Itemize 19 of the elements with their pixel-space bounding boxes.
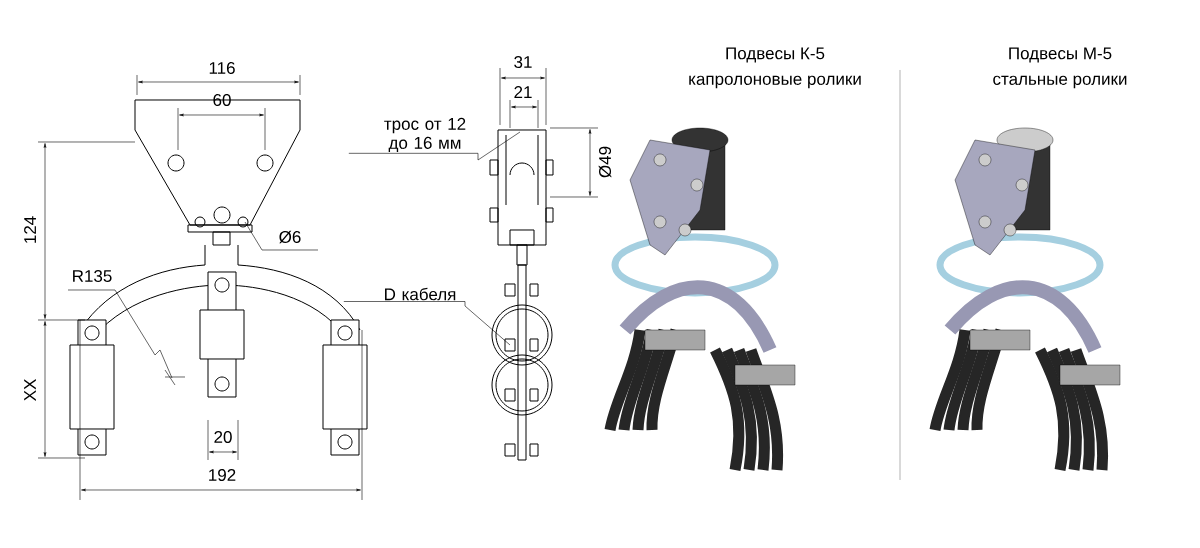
leader-line <box>348 131 521 161</box>
title-text: стальные ролики <box>993 75 1127 89</box>
leader-line <box>343 301 511 346</box>
callout-text: трос от 12 до 16 мм <box>384 117 466 153</box>
title-text: Подвесы К-5 <box>726 47 825 63</box>
dimension-label: 124 <box>24 216 36 243</box>
dimension-label: 116 <box>209 62 235 74</box>
dimension-label: R135 <box>73 269 112 282</box>
title-text: капролоновые ролики <box>689 75 861 89</box>
dimension-label: 60 <box>213 94 231 106</box>
dimension-label: 192 <box>209 468 236 481</box>
title-text: Подвесы М-5 <box>1009 47 1112 63</box>
dimension-label: 21 <box>514 86 532 98</box>
callout-text: D кабеля <box>385 287 456 301</box>
dimension-label: XX <box>24 379 36 401</box>
dimension-label: 20 <box>214 430 232 443</box>
dimension-label: Ø49 <box>598 146 612 178</box>
dimension-label: Ø6 <box>279 230 301 244</box>
dimension-label: 31 <box>514 56 532 68</box>
